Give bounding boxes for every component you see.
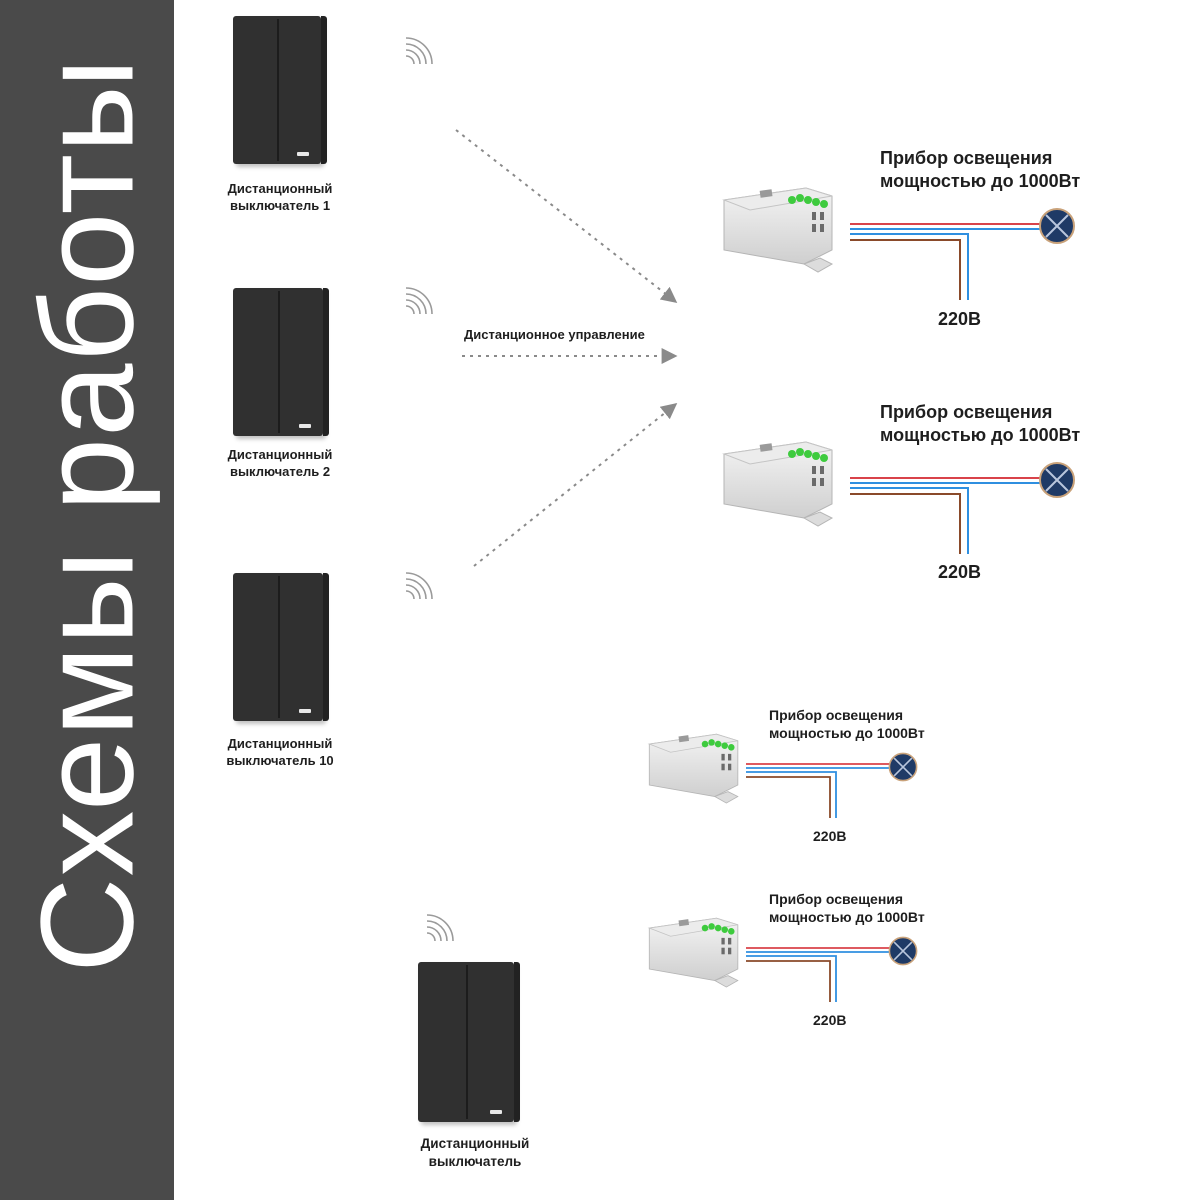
relay-module-icon xyxy=(648,733,739,804)
relay-module-icon xyxy=(648,917,739,988)
wall-switch-icon xyxy=(233,573,329,721)
sidebar: Схемы работы xyxy=(0,0,174,1200)
wireless-signal-icon xyxy=(426,914,454,942)
wiring-4 xyxy=(746,947,890,1002)
lamp-icon xyxy=(1039,462,1075,498)
device-3-voltage: 220В xyxy=(813,828,847,844)
wiring-2 xyxy=(850,477,1040,554)
wall-switch-icon xyxy=(233,16,327,164)
relay-module-icon xyxy=(723,441,833,527)
wall-switch-icon xyxy=(418,962,520,1122)
remote-control-label: Дистанционное управление xyxy=(464,327,645,342)
lamp-icon xyxy=(888,752,918,782)
device-1-voltage: 220В xyxy=(938,309,982,329)
wiring-3 xyxy=(746,763,890,818)
wireless-signal-icon xyxy=(405,572,433,600)
wiring-1 xyxy=(850,223,1040,300)
arrow-switch-10 xyxy=(473,402,678,567)
wall-switch-icon xyxy=(233,288,329,436)
wireless-signal-icon xyxy=(405,37,433,65)
device-2-voltage: 220В xyxy=(938,562,982,582)
arrow-switch-1 xyxy=(455,129,678,303)
relay-module-icon xyxy=(723,187,833,273)
device-4-voltage: 220В xyxy=(813,1012,847,1028)
lamp-icon xyxy=(1039,208,1075,244)
lamp-icon xyxy=(888,936,918,966)
wireless-signal-icon xyxy=(405,287,433,315)
